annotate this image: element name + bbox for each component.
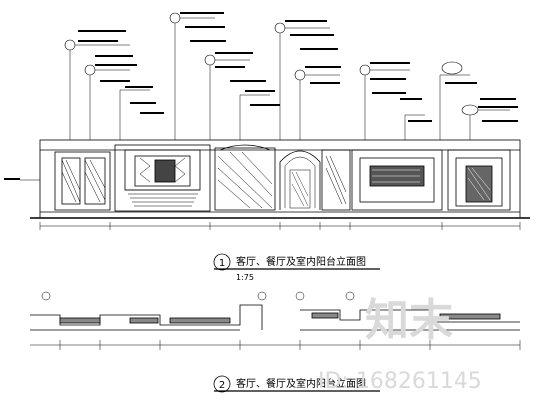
arch-doorway [279,150,321,210]
annotation-leaders [20,17,510,181]
title-block-2: 2 客厅、餐厅及室内阳台立面图 [213,375,380,393]
title-2-number: 2 [219,380,225,391]
right-cabinet [447,149,511,211]
mirror-wall [321,149,443,211]
title-2-label: 客厅、餐厅及室内阳台立面图 [236,377,366,390]
left-cabinet [54,151,111,211]
title-1-number: 1 [219,258,225,269]
title-1-label: 客厅、餐厅及室内阳台立面图 [236,255,366,268]
watermark: 知末 ID: 168261145 [318,295,482,394]
section-2 [30,291,521,350]
watermark-id: ID: 168261145 [318,369,482,394]
elevation-1 [30,139,530,230]
dimension-line-1 [39,222,521,230]
panel-hatched [214,144,276,211]
title-block-1: 1 客厅、餐厅及室内阳台立面图 1:75 [213,253,380,282]
title-1-scale: 1:75 [236,273,254,282]
watermark-brand: 知末 [365,295,453,346]
annotation-notes [4,12,518,180]
callout-bubbles [64,12,479,116]
feature-wall [114,144,211,212]
